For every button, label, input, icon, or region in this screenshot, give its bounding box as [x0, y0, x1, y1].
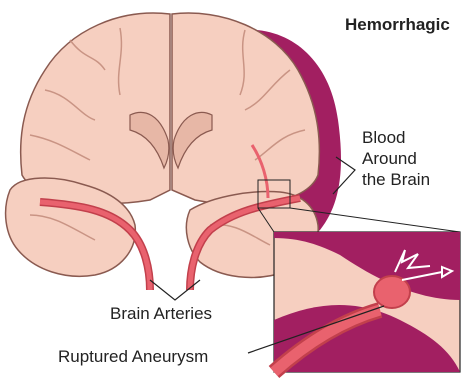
brain-arteries-label: Brain Arteries	[110, 303, 212, 324]
aneurysm-inset	[274, 232, 460, 372]
blood-around-brain-line-1: Blood	[362, 127, 430, 148]
left-hemisphere	[21, 13, 170, 204]
blood-around-brain-line-2: Around	[362, 148, 430, 169]
diagram-title: Hemorrhagic	[345, 14, 450, 35]
blood-around-brain-line-3: the Brain	[362, 169, 430, 190]
ruptured-aneurysm-label: Ruptured Aneurysm	[58, 346, 208, 367]
blood-around-brain-label: Blood Around the Brain	[362, 127, 430, 190]
